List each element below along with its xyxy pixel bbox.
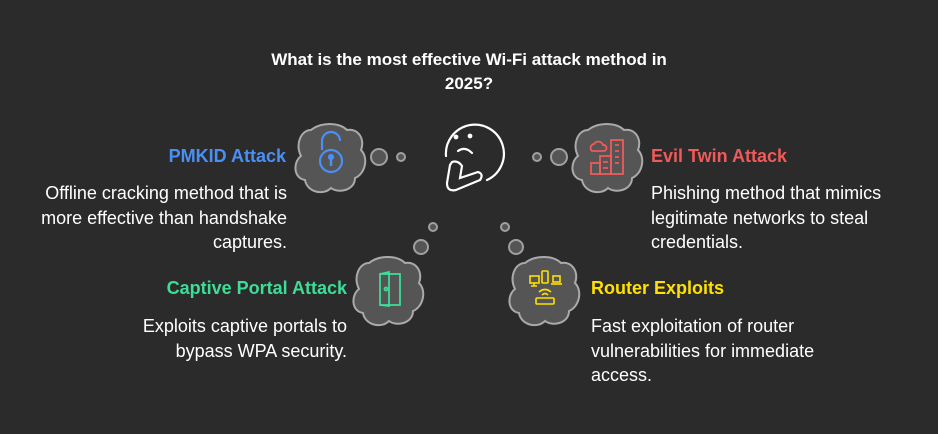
router-exploits-description: Fast exploitation of router vulnerabilit… [591, 316, 815, 385]
captive-portal-description: Exploits captive portals to bypass WPA s… [142, 316, 347, 361]
thought-bubble [396, 152, 406, 162]
router-devices-icon [529, 270, 562, 305]
captive-portal-title: Captive Portal Attack [166, 278, 347, 298]
thought-bubble [428, 222, 438, 232]
cloud-buildings-icon [589, 139, 624, 175]
pmkid-title: PMKID Attack [168, 146, 286, 166]
open-door-icon [379, 270, 401, 308]
evil-twin-cloud [571, 123, 644, 194]
thought-bubble [550, 148, 568, 166]
thought-bubble [413, 239, 429, 255]
unlocked-padlock-icon [318, 130, 344, 174]
thought-bubble [508, 239, 524, 255]
thought-bubble [532, 152, 542, 162]
pmkid-description: Offline cracking method that is more eff… [41, 183, 287, 252]
thought-bubble [370, 148, 388, 166]
router-cloud [508, 256, 581, 327]
evil-twin-description: Phishing method that mimics legitimate n… [651, 183, 882, 252]
router-exploits-title: Router Exploits [591, 278, 725, 298]
thinking-face-icon [444, 123, 505, 192]
thought-bubble [500, 222, 510, 232]
diagram-title: What is the most effective Wi-Fi attack … [271, 50, 667, 93]
evil-twin-title: Evil Twin Attack [651, 146, 788, 166]
